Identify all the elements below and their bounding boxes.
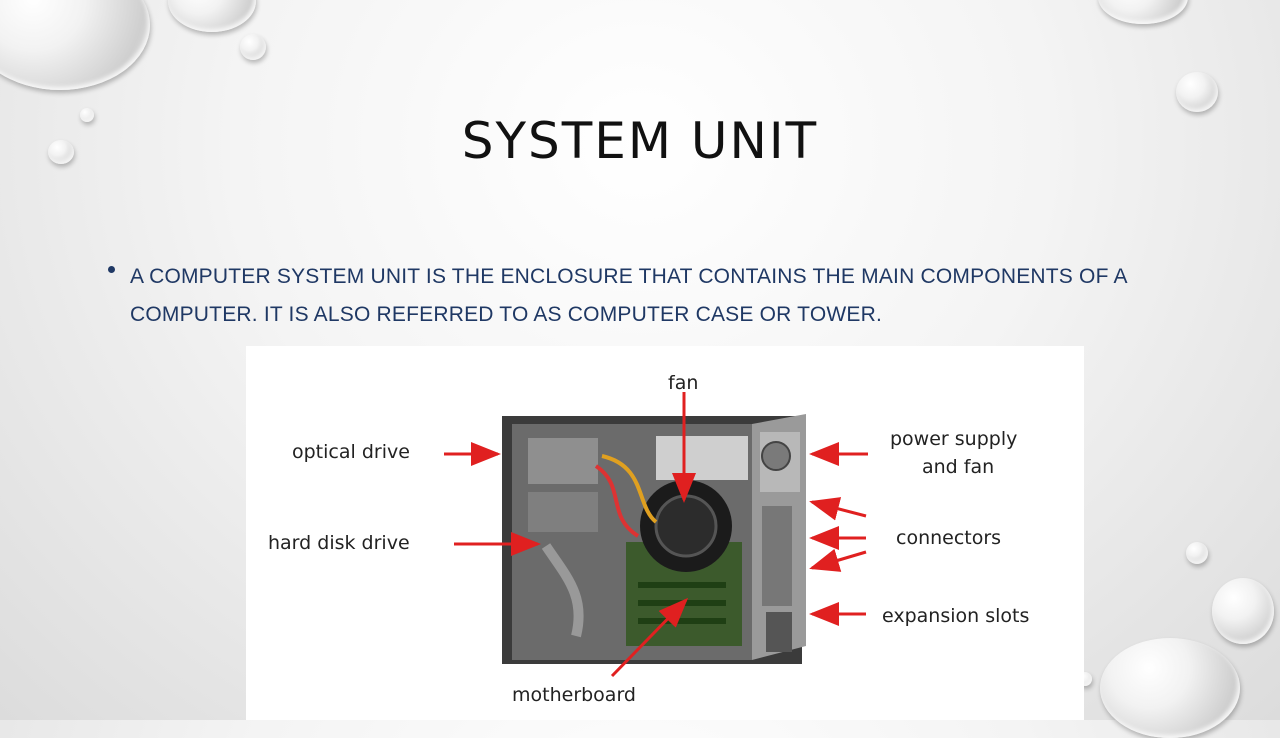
water-drop-decoration (1100, 638, 1240, 738)
label-hard-disk-drive: hard disk drive (268, 532, 410, 554)
bullet-item: A computer system unit is the enclosure … (130, 265, 1127, 326)
label-expansion-slots: expansion slots (882, 605, 1030, 627)
label-power-supply: power supply (890, 428, 1018, 450)
water-drop-decoration (80, 108, 94, 122)
water-drop-decoration (1098, 0, 1188, 24)
bullet-icon (108, 266, 115, 273)
label-optical-drive: optical drive (292, 441, 410, 463)
computer-case-illustration (444, 392, 868, 678)
water-drop-decoration (1176, 72, 1218, 112)
water-drop-decoration (168, 0, 256, 32)
label-power-supply-fan: and fan (922, 456, 995, 478)
water-drop-decoration (1186, 542, 1208, 564)
water-drop-decoration (48, 140, 74, 164)
label-connectors: connectors (896, 527, 1002, 549)
system-unit-diagram: fan optical drive hard disk drive power … (246, 346, 1084, 720)
bullet-list: A computer system unit is the enclosure … (108, 258, 1178, 334)
water-drop-decoration (1212, 578, 1274, 644)
label-fan: fan (668, 372, 699, 394)
water-drop-decoration (0, 0, 150, 90)
water-drop-decoration (240, 34, 266, 60)
slide-title: SYSTEM UNIT (461, 112, 819, 170)
label-motherboard: motherboard (512, 684, 636, 706)
